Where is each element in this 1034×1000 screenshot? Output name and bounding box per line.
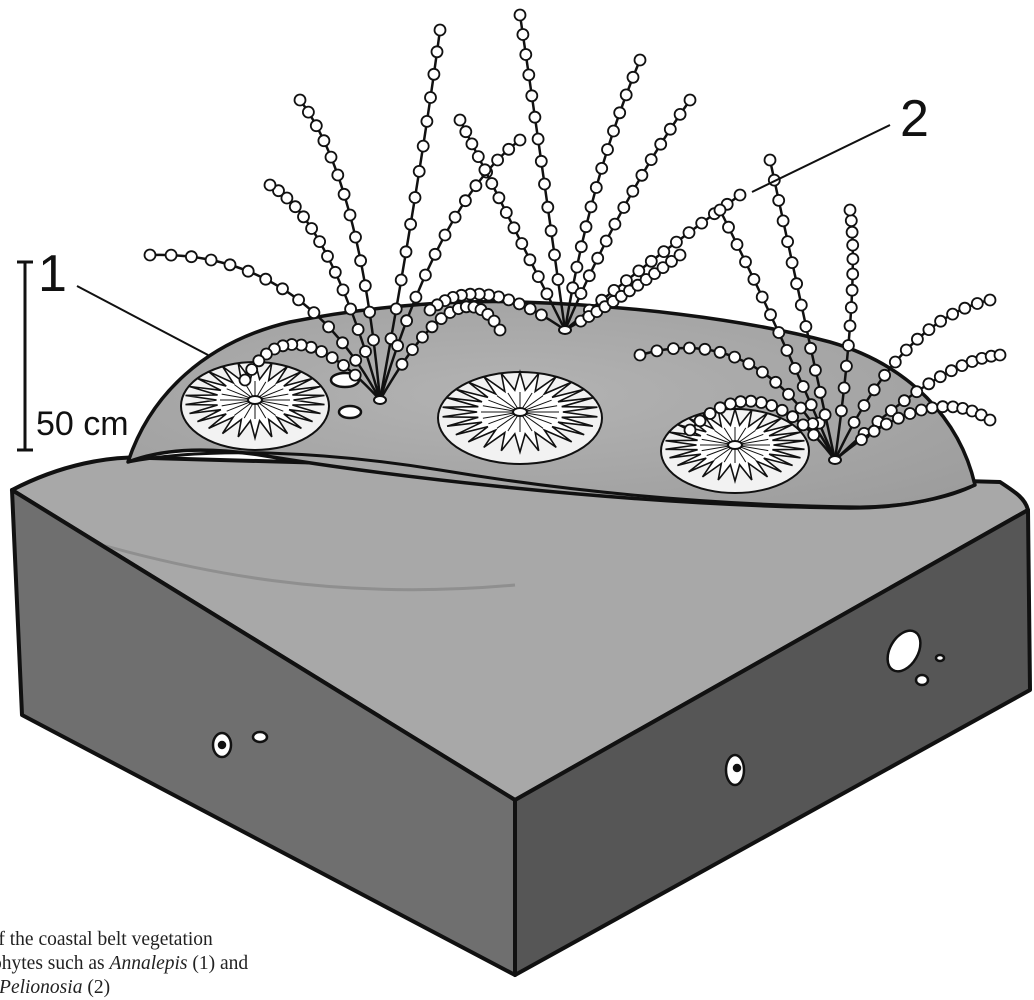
- frond-plant-2: [425, 10, 746, 335]
- rosette-3: [661, 409, 809, 493]
- caption-genus-annalepis: Annalepis: [110, 953, 188, 974]
- scale-bar: [17, 262, 33, 450]
- figure-caption: n of the coastal belt vegetation ohytes …: [0, 928, 330, 1000]
- caption-line-1: n of the coastal belt vegetation: [0, 928, 330, 952]
- caption-line-3: and Pelionosia (2): [0, 976, 330, 1000]
- rosette-2: [438, 372, 602, 464]
- burrow-top-a: [339, 406, 361, 418]
- leader-line-1: [77, 286, 208, 355]
- burrow-right-c: [916, 675, 928, 685]
- label-plant-2: 2: [900, 93, 929, 145]
- rosette-1: [181, 362, 329, 450]
- caption-line-2: ohytes such as Annalepis (1) and: [0, 952, 330, 976]
- scale-bar-label: 50 cm: [36, 407, 129, 441]
- caption-genus-pelionosia: Pelionosia: [0, 977, 82, 998]
- burrow-front-b: [253, 732, 267, 742]
- burrow-right-d: [936, 655, 944, 661]
- label-plant-1: 1: [38, 248, 67, 300]
